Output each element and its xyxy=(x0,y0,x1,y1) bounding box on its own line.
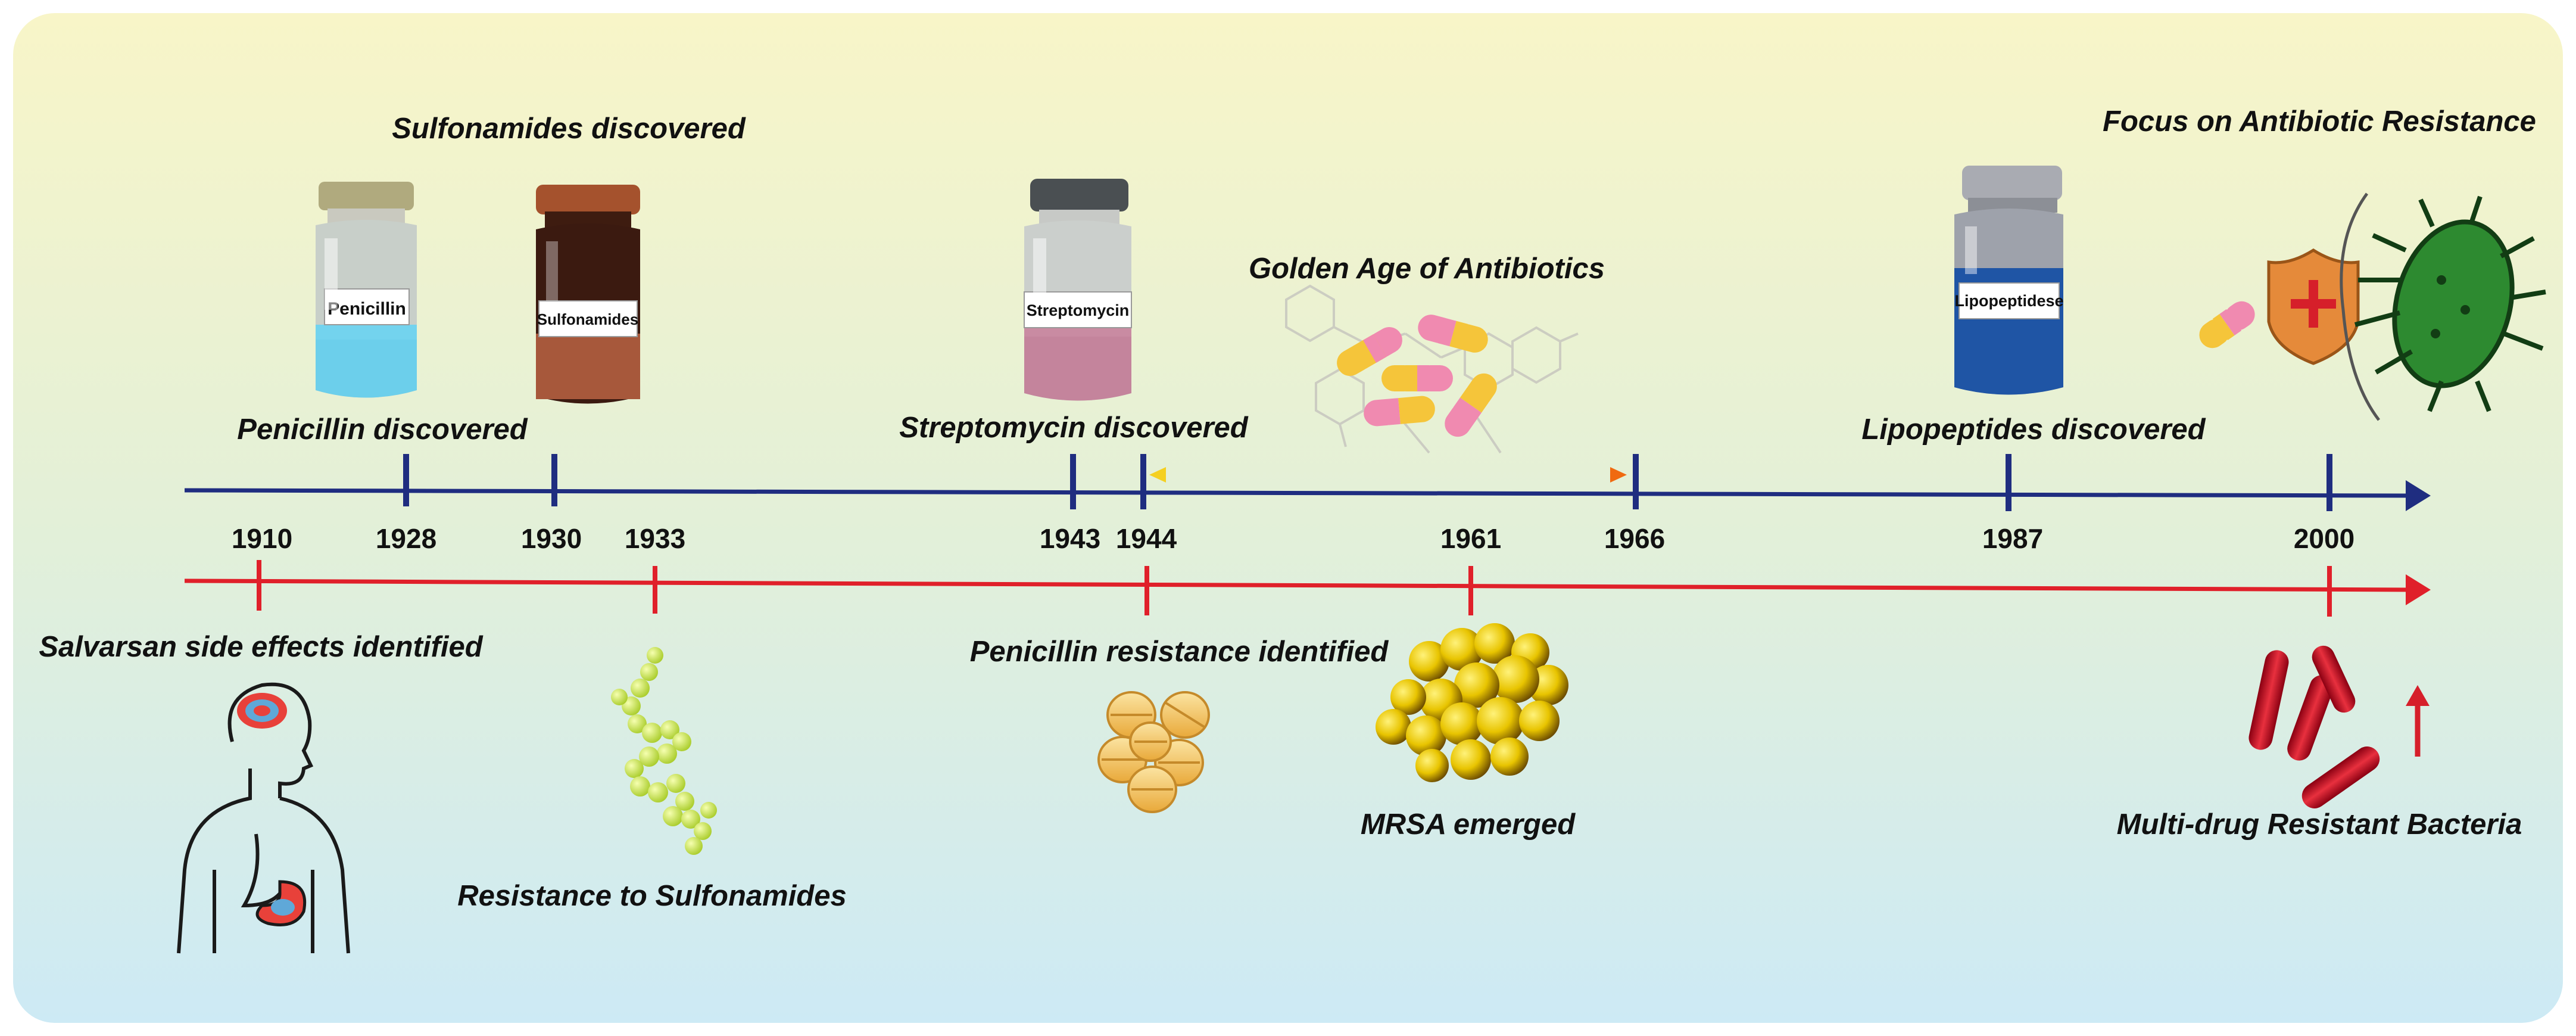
red-rod-bacteria-icon xyxy=(2248,645,2380,808)
lipopeptides-vial-label: Lipopeptidese xyxy=(1954,292,2063,310)
label-mdr: Multi-drug Resistant Bacteria xyxy=(2117,808,2522,841)
resistance-focus-icon xyxy=(2199,192,2546,421)
label-salvarsan: Salvarsan side effects identified xyxy=(39,631,483,663)
year-1943: 1943 xyxy=(1040,523,1100,554)
golden-age-span-arrow xyxy=(1149,467,1627,483)
penicillin-vial-icon: Penicillin xyxy=(316,182,417,398)
increase-arrow-icon xyxy=(2406,685,2430,757)
year-1944: 1944 xyxy=(1116,523,1177,554)
antibiotic-ticks xyxy=(403,454,2332,511)
sulfonamides-vial-icon: Sulfonamides xyxy=(536,185,640,404)
label-penicillin-resistance: Penicillin resistance identified xyxy=(970,636,1389,668)
stomach-icon xyxy=(255,880,307,926)
barrier-arc xyxy=(2340,192,2380,421)
year-1966: 1966 xyxy=(1604,523,1665,554)
shield-icon xyxy=(2267,248,2360,365)
year-1961: 1961 xyxy=(1440,523,1501,554)
label-golden-age: Golden Age of Antibiotics xyxy=(1249,253,1605,285)
streptomycin-vial-icon: Streptomycin xyxy=(1024,179,1132,401)
bacterium-icon xyxy=(2354,195,2546,412)
label-focus-resistance: Focus on Antibiotic Resistance xyxy=(2103,105,2536,138)
mrsa-cluster-icon xyxy=(1376,623,1568,782)
tablets-icon xyxy=(1097,691,1210,813)
label-sulfonamides-discovered: Sulfonamides discovered xyxy=(392,113,746,145)
year-1910: 1910 xyxy=(232,523,292,554)
label-resistance-sulfonamides: Resistance to Sulfonamides xyxy=(457,880,847,912)
label-penicillin-discovered: Penicillin discovered xyxy=(237,413,528,446)
year-1987: 1987 xyxy=(1982,523,2043,554)
lipopeptides-vial-icon: Lipopeptidese xyxy=(1954,166,2064,395)
resistance-ticks xyxy=(257,560,2332,617)
background-panel xyxy=(13,13,2563,1023)
label-mrsa: MRSA emerged xyxy=(1361,808,1576,841)
green-bacteria-chain-icon xyxy=(611,647,717,855)
resistance-timeline-arrowhead xyxy=(2406,574,2431,605)
capsules-icon xyxy=(1337,315,1497,437)
label-lipopeptides-discovered: Lipopeptides discovered xyxy=(1861,413,2206,446)
year-2000: 2000 xyxy=(2294,523,2354,554)
penicillin-vial-label: Penicillin xyxy=(328,299,406,319)
antibiotic-timeline-arrowhead xyxy=(2406,480,2431,511)
label-streptomycin-discovered: Streptomycin discovered xyxy=(899,412,1249,444)
streptomycin-vial-label: Streptomycin xyxy=(1027,301,1130,319)
small-capsule-icon xyxy=(2199,301,2255,349)
year-1928: 1928 xyxy=(376,523,436,554)
brain-icon xyxy=(237,693,287,729)
year-1933: 1933 xyxy=(625,523,685,554)
resistance-timeline-axis xyxy=(184,578,2412,592)
sulfonamides-vial-label: Sulfonamides xyxy=(537,310,638,328)
year-1930: 1930 xyxy=(521,523,582,554)
